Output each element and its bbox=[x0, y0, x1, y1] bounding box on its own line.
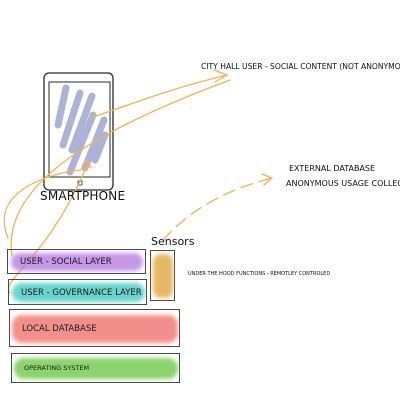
arrow-stack-to-cityhall bbox=[10, 79, 231, 257]
layer-user-social-label: USER - SOCIAL LAYER bbox=[20, 257, 112, 267]
smartphone-label: SMARTPHONE bbox=[40, 189, 126, 203]
sensors-block bbox=[150, 250, 175, 301]
layer-user-governance: USER - GOVERNANCE LAYER bbox=[8, 279, 147, 305]
layer-local-database-label: LOCAL DATABASE bbox=[22, 324, 97, 334]
layer-local-database: LOCAL DATABASE bbox=[9, 309, 180, 347]
arrowhead-smartphone-to-cityhall bbox=[213, 69, 229, 83]
arrow-sensors-to-external-db bbox=[162, 177, 273, 241]
layer-operating-system-label: OPERATING SYSTEM bbox=[24, 364, 90, 372]
layer-local-database-fill bbox=[12, 315, 178, 343]
arrow-smartphone-to-cityhall bbox=[89, 74, 228, 119]
layer-operating-system-fill bbox=[14, 358, 178, 379]
layer-user-social: USER - SOCIAL LAYER bbox=[7, 249, 146, 274]
smartphone-device bbox=[43, 72, 114, 191]
layer-user-social-fill bbox=[11, 253, 143, 271]
sensors-fill bbox=[153, 254, 173, 298]
external-database-title: EXTERNAL DATABASE bbox=[289, 164, 376, 173]
screen-scribble bbox=[54, 84, 109, 176]
arrowhead-stack-to-smartphone bbox=[81, 158, 92, 169]
layer-user-governance-fill bbox=[12, 283, 145, 302]
external-database-subtitle: ANONYMOUS USAGE COLLECT bbox=[286, 179, 400, 188]
arrows bbox=[3, 69, 274, 294]
arrow-stack-return-to-smartphone bbox=[7, 167, 87, 294]
arrow-stack-to-smartphone bbox=[3, 159, 90, 239]
sensors-note: UNDER THE HOOD FUNCTIONS - REMOTLEY CONT… bbox=[188, 271, 331, 277]
sensors-title: Sensors bbox=[151, 235, 195, 248]
layer-user-governance-label: USER - GOVERNANCE LAYER bbox=[21, 288, 142, 298]
city-hall-output-label: CITY HALL USER - SOCIAL CONTENT (NOT ANO… bbox=[201, 62, 400, 71]
layer-operating-system: OPERATING SYSTEM bbox=[11, 353, 180, 383]
arrowhead-sensors-to-external-db bbox=[261, 173, 274, 186]
smartphone-screen bbox=[48, 81, 111, 178]
